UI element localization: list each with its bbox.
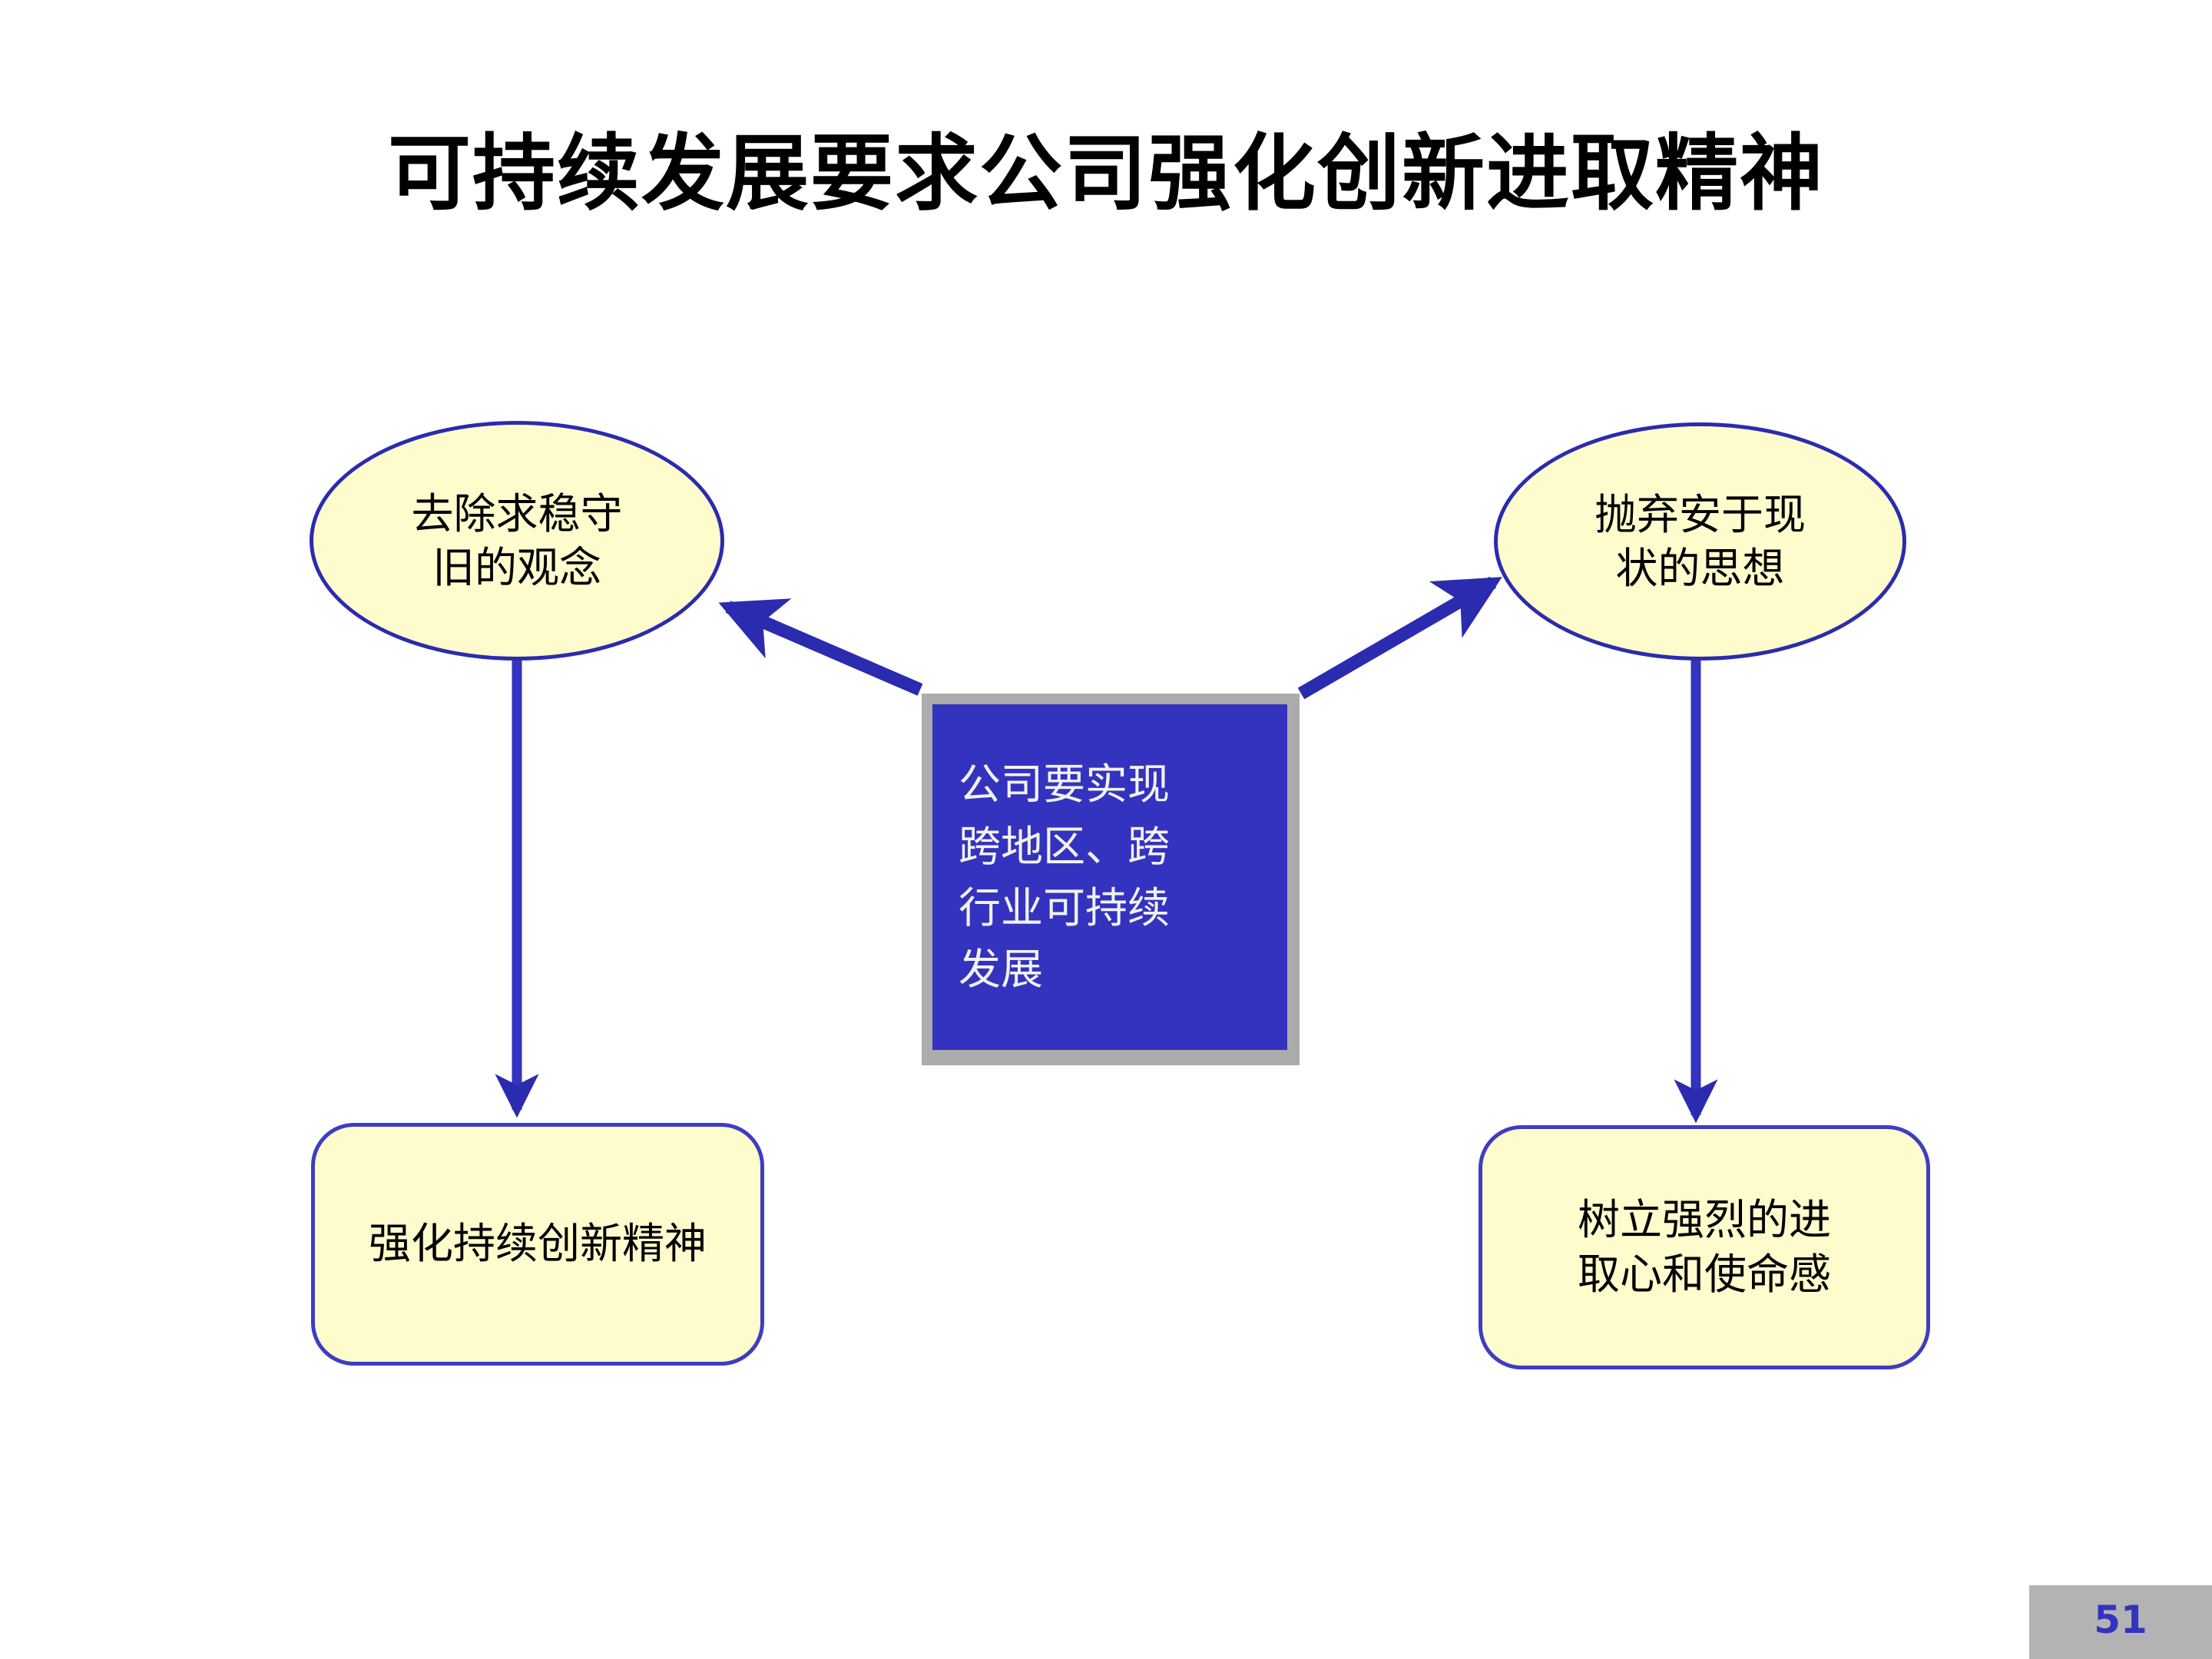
- node-box-establish-ambition[interactable]: 树立强烈的进取心和使命感: [1479, 1125, 1930, 1369]
- node-label: 公司要实现跨地区、跨行业可持续发展: [959, 760, 1171, 995]
- node-center-sustainable-development[interactable]: 公司要实现跨地区、跨行业可持续发展: [922, 694, 1300, 1065]
- node-label: 树立强烈的进取心和使命感: [1577, 1194, 1831, 1300]
- node-ellipse-remove-conservatism[interactable]: 去除求稳守旧的观念: [310, 421, 724, 661]
- arrow-center-to-right-ellipse: [1297, 576, 1502, 700]
- center-box-inner: 公司要实现跨地区、跨行业可持续发展: [932, 704, 1287, 1050]
- node-label: 强化持续创新精神: [368, 1219, 707, 1269]
- node-ellipse-abandon-complacency[interactable]: 抛弃安于现状的思想: [1494, 422, 1906, 661]
- page-number: 51: [2094, 1598, 2147, 1642]
- page-number-footer: 51: [2029, 1585, 2212, 1659]
- node-label: 抛弃安于现状的思想: [1594, 489, 1806, 593]
- page-title: 可持续发展要求公司强化创新进取精神: [387, 126, 1824, 222]
- node-box-strengthen-innovation[interactable]: 强化持续创新精神: [311, 1123, 764, 1366]
- node-label: 去除求稳守旧的观念: [411, 488, 623, 592]
- arrow-center-to-left-ellipse: [718, 598, 923, 696]
